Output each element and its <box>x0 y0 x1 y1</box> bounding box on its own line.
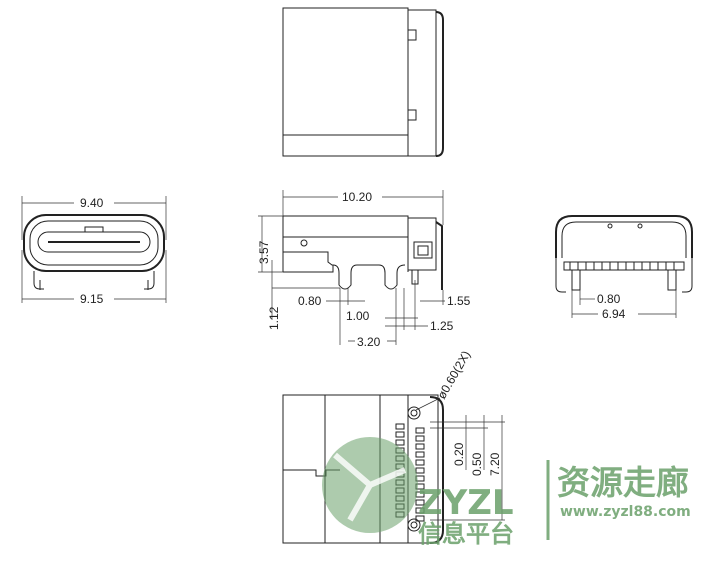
contact-pin <box>395 431 405 438</box>
dim-3-57: 3.57 <box>257 240 271 264</box>
watermark-url: www.zyzl88.com <box>560 504 691 520</box>
watermark-subtitle: 信息平台 <box>418 520 514 548</box>
dim-10-20: 10.20 <box>342 190 372 204</box>
dim-7-20: 7.20 <box>488 452 502 476</box>
dim-0-50: 0.50 <box>470 452 484 476</box>
contact-pin <box>415 467 425 474</box>
watermark: ZYZL 信息平台 资源走廊 www.zyzl88.com <box>322 437 691 548</box>
contact-pin <box>415 443 425 450</box>
dim-9-15: 9.15 <box>80 292 104 306</box>
dim-3-20: 3.20 <box>357 335 381 349</box>
dim-1-55: 1.55 <box>447 294 471 308</box>
watermark-brand: ZYZL <box>418 483 514 523</box>
contact-pin <box>415 451 425 458</box>
contact-pin <box>415 459 425 466</box>
dim-0-20: 0.20 <box>452 442 466 466</box>
contact-pin <box>415 515 425 522</box>
contact-pin <box>415 507 425 514</box>
dim-hole-diameter: ø0.60(2X) <box>434 348 473 401</box>
dim-1-00: 1.00 <box>346 309 370 323</box>
contact-pin <box>415 435 425 442</box>
contact-pin <box>395 423 405 430</box>
contact-pin <box>415 499 425 506</box>
dim-rear-0-80: 0.80 <box>597 292 621 306</box>
top-view <box>282 7 444 157</box>
dim-1-25: 1.25 <box>430 319 454 333</box>
dim-0-80: 0.80 <box>298 294 322 308</box>
dim-6-94: 6.94 <box>602 307 626 321</box>
dim-9-40: 9.40 <box>80 196 104 210</box>
side-view: 10.20 3.57 1.12 0.80 1.00 1.55 1.25 3 <box>257 190 473 411</box>
contact-pin <box>415 427 425 434</box>
front-view: 9.40 9.15 <box>21 196 167 306</box>
contact-pin <box>395 439 405 446</box>
dim-1-12: 1.12 <box>267 306 281 330</box>
watermark-title: 资源走廊 <box>557 463 689 502</box>
rear-view: 0.80 6.94 <box>555 215 693 321</box>
